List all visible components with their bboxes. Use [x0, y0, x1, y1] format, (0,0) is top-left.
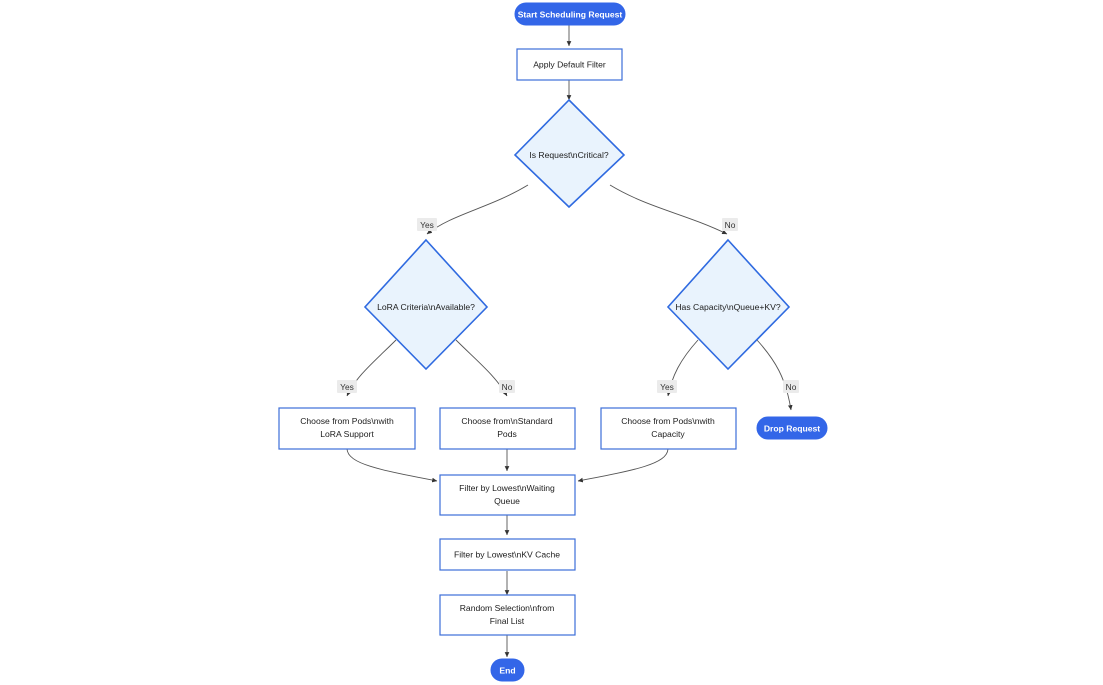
node-choose-pods-capacity[interactable]: Choose from Pods\nwith Capacity: [600, 407, 737, 450]
node-end-label: End: [499, 666, 515, 676]
node-choose-pods-standard-shape[interactable]: [439, 407, 576, 450]
node-random-selection-label-line2: Final List: [490, 616, 525, 626]
node-start-shape[interactable]: [514, 2, 626, 26]
edge-label-capacity-no: No: [783, 380, 799, 393]
edge-label-critical-no-text: No: [725, 220, 736, 230]
edge-label-layer: Yes No Yes No Yes No: [337, 218, 799, 393]
node-random-selection[interactable]: Random Selection\nfrom Final List: [439, 594, 576, 636]
node-choose-pods-capacity-label-line2: Capacity: [651, 429, 685, 439]
node-filter-kv-cache-shape[interactable]: [439, 538, 576, 571]
node-filter-waiting-queue-shape[interactable]: [439, 474, 576, 516]
node-start[interactable]: Start Scheduling Request: [514, 2, 626, 26]
node-apply-default-filter-shape[interactable]: [516, 48, 623, 81]
node-is-request-critical[interactable]: Is Request\nCritical?: [513, 98, 626, 209]
edge-label-lora-yes-text: Yes: [340, 382, 354, 392]
node-is-request-critical-label: Is Request\nCritical?: [529, 150, 609, 160]
edge-pods-capacity-to-filter-queue: [577, 448, 669, 483]
edge-label-lora-no-text: No: [502, 382, 513, 392]
edge-label-capacity-yes-text: Yes: [660, 382, 674, 392]
edge-label-critical-no: No: [722, 218, 738, 231]
node-has-capacity[interactable]: Has Capacity\nQueue+KV?: [666, 238, 791, 371]
edge-label-capacity-no-text: No: [786, 382, 797, 392]
node-lora-criteria-available-shape[interactable]: [363, 238, 489, 371]
node-filter-waiting-queue-label-line2: Queue: [494, 496, 520, 506]
node-is-request-critical-shape[interactable]: [513, 98, 626, 209]
node-filter-kv-cache[interactable]: Filter by Lowest\nKV Cache: [439, 538, 576, 571]
node-start-label: Start Scheduling Request: [518, 10, 623, 20]
node-choose-pods-lora-label-line2: LoRA Support: [320, 429, 374, 439]
edge-is-critical-to-has-capacity: [609, 184, 728, 235]
node-choose-pods-standard[interactable]: Choose from\nStandard Pods: [439, 407, 576, 450]
edge-has-capacity-to-drop-request: [756, 339, 793, 411]
node-choose-pods-capacity-shape[interactable]: [600, 407, 737, 450]
edge-label-capacity-yes: Yes: [657, 380, 677, 393]
node-end[interactable]: End: [490, 658, 525, 682]
node-end-shape[interactable]: [490, 658, 525, 682]
node-choose-pods-capacity-label-line1: Choose from Pods\nwith: [621, 416, 715, 426]
edge-layer: [346, 25, 793, 658]
node-apply-default-filter-label: Apply Default Filter: [533, 60, 606, 70]
node-layer: Start Scheduling Request Apply Default F…: [278, 2, 828, 682]
node-choose-pods-standard-label-line1: Choose from\nStandard: [461, 416, 552, 426]
edge-label-critical-yes-text: Yes: [420, 220, 434, 230]
node-choose-pods-lora-label-line1: Choose from Pods\nwith: [300, 416, 394, 426]
node-lora-criteria-available-label: LoRA Criteria\nAvailable?: [377, 302, 475, 312]
node-drop-request-shape[interactable]: [756, 416, 828, 440]
edge-label-lora-no: No: [499, 380, 515, 393]
node-filter-waiting-queue-label-line1: Filter by Lowest\nWaiting: [459, 483, 555, 493]
node-filter-waiting-queue[interactable]: Filter by Lowest\nWaiting Queue: [439, 474, 576, 516]
node-choose-pods-standard-label-line2: Pods: [497, 429, 517, 439]
edge-pods-lora-to-filter-queue: [346, 448, 438, 483]
node-has-capacity-shape[interactable]: [666, 238, 791, 371]
node-choose-pods-lora[interactable]: Choose from Pods\nwith LoRA Support: [278, 407, 416, 450]
edge-label-lora-yes: Yes: [337, 380, 357, 393]
node-lora-criteria-available[interactable]: LoRA Criteria\nAvailable?: [363, 238, 489, 371]
node-filter-kv-cache-label: Filter by Lowest\nKV Cache: [454, 550, 560, 560]
node-drop-request-label: Drop Request: [764, 424, 820, 434]
node-random-selection-shape[interactable]: [439, 594, 576, 636]
node-has-capacity-label: Has Capacity\nQueue+KV?: [675, 302, 781, 312]
node-random-selection-label-line1: Random Selection\nfrom: [460, 603, 555, 613]
node-choose-pods-lora-shape[interactable]: [278, 407, 416, 450]
node-apply-default-filter[interactable]: Apply Default Filter: [516, 48, 623, 81]
edge-label-critical-yes: Yes: [417, 218, 437, 231]
node-drop-request[interactable]: Drop Request: [756, 416, 828, 440]
edge-is-critical-to-lora-criteria: [426, 184, 529, 235]
